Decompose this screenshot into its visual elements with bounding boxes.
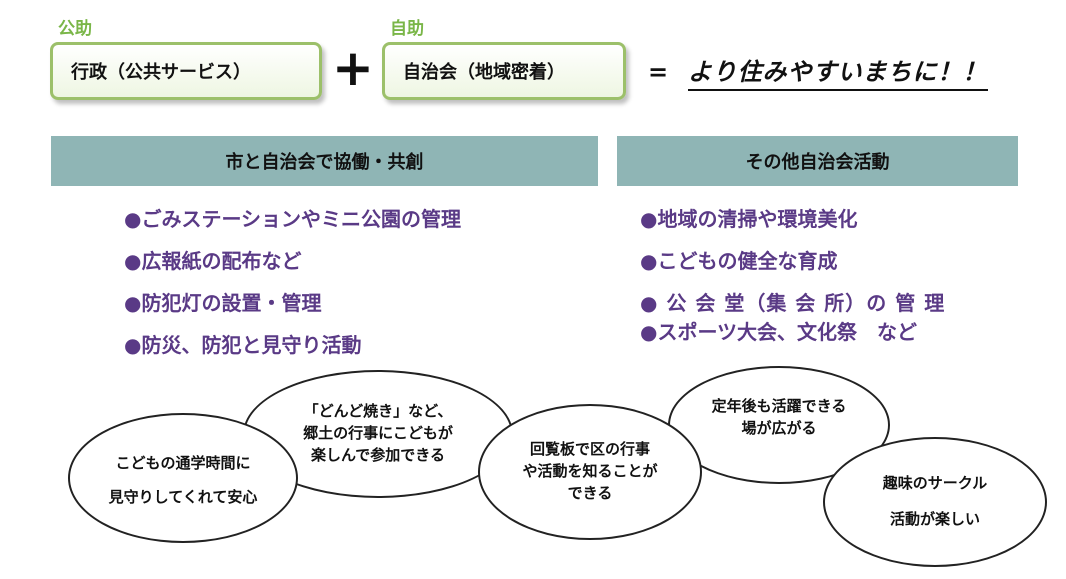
bubble-line: 「どんど焼き」など、 [303,402,453,421]
equals-sign: = [648,58,669,86]
plus-sign: + [332,39,374,97]
right-item-2: ●こどもの健全な育成 [640,249,838,273]
left-item-1: ●ごみステーションやミニ公園の管理 [124,207,462,231]
neighborhood-association-box: 自治会（地域密着） [382,42,626,100]
slogan: より住みやすいまちに！！ [688,52,988,91]
bubble-line: 郷土の行事にこどもが [303,424,453,443]
left-item-2: ●広報紙の配布など [124,249,302,273]
public-help-label: 公助 [58,19,92,39]
bubble-line [109,475,258,487]
bubble-line: 見守りしてくれて安心 [108,488,258,506]
bubble-line [883,495,988,509]
bubble-line: こどもの通学時間に [115,454,251,473]
bubble-line: 活動が楽しい [889,510,980,528]
left-item-3: ●防犯灯の設置・管理 [124,291,322,315]
bubble-line: 趣味のサークル [882,474,988,493]
bubble-circular-notice: 回覧板で区の行事 や活動を知ることが できる [478,404,702,540]
right-item-1: ●地域の清掃や環境美化 [640,207,858,231]
right-item-4: ●スポーツ大会、文化祭 など [640,320,918,344]
bubble-line: 場が広がる [741,419,817,437]
bubble-line: 回覧板で区の行事 [529,440,650,459]
self-help-label: 自助 [390,19,424,39]
left-section-header: 市と自治会で協働・共創 [51,136,598,186]
public-service-box: 行政（公共サービス） [50,42,322,100]
bubble-line: できる [567,483,613,502]
left-item-4: ●防災、防犯と見守り活動 [124,333,362,357]
bubble-hobby-circle: 趣味のサークル 活動が楽しい [823,437,1047,567]
bubble-line: や活動を知ることが [522,462,658,481]
bubble-line: 楽しんで参加できる [311,445,445,464]
right-item-3: ● 公 会 堂（集 会 所）の 管 理 [640,291,946,315]
bubble-line: 定年後も活躍できる [711,397,847,416]
right-section-header: その他自治会活動 [617,136,1018,186]
bubble-school-commute: こどもの通学時間に 見守りしてくれて安心 [68,413,298,543]
